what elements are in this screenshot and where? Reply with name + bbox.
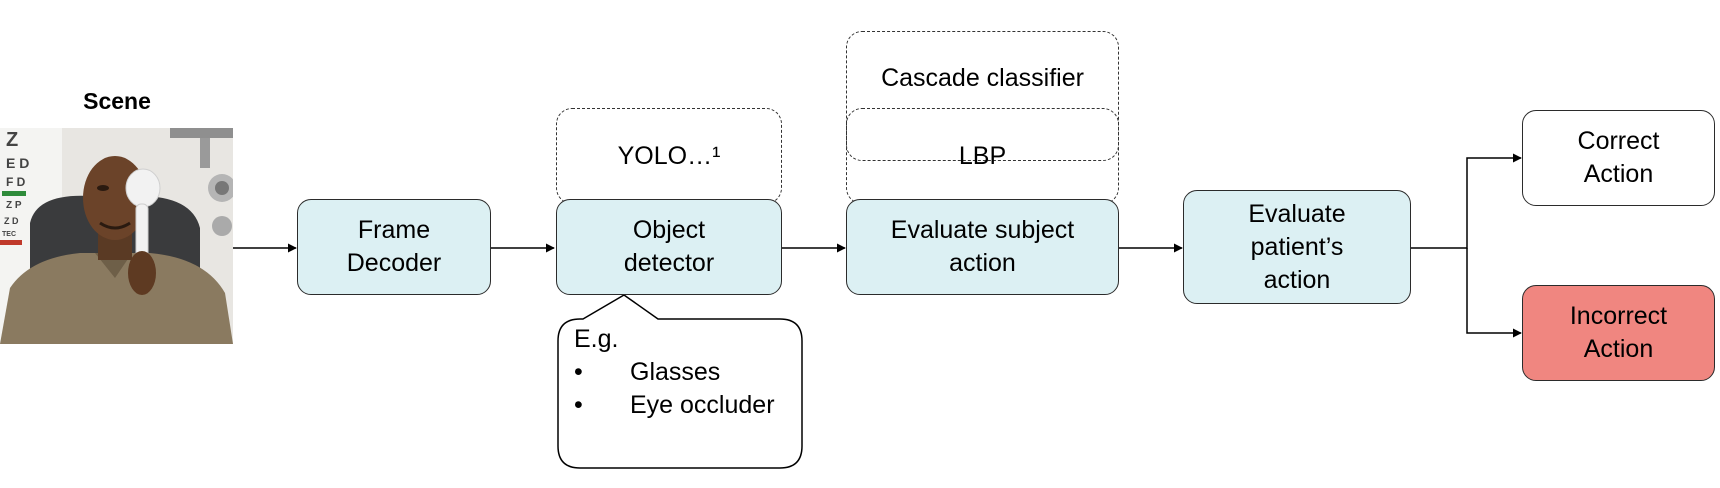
patient-with-eye-occluder-photo-icon: Z E D F D Z P Z D TEC <box>0 128 233 344</box>
svg-text:Z: Z <box>6 129 18 151</box>
arrow-branch-to-incorrect-action <box>1466 248 1522 338</box>
frame-decoder-box: Frame Decoder <box>297 199 491 295</box>
bullet-icon: • <box>574 391 583 419</box>
scene-title: Scene <box>83 88 151 114</box>
svg-text:TEC: TEC <box>2 231 16 238</box>
lbp-option-box: LBP <box>846 108 1119 204</box>
svg-text:Z P: Z P <box>6 200 22 211</box>
incorrect-action-box: Incorrect Action <box>1522 285 1715 381</box>
svg-text:E D: E D <box>6 155 29 171</box>
cascade-classifier-option-box: Cascade classifier <box>846 31 1119 161</box>
example-item-label: Glasses <box>630 358 721 386</box>
examples-heading: E.g. <box>574 325 619 353</box>
evaluate-subject-action-box: Evaluate subject action <box>846 199 1119 295</box>
correct-action-box: Correct Action <box>1522 110 1715 206</box>
example-item: • Glasses <box>574 356 794 389</box>
cascade-classifier-label: Cascade classifier <box>881 64 1084 92</box>
examples-callout: E.g. • Glasses • Eye occluder <box>574 323 794 422</box>
evaluate-patient-action-box: Evaluate patient’s action <box>1183 190 1411 304</box>
bullet-icon: • <box>574 358 583 386</box>
svg-text:F D: F D <box>6 175 26 189</box>
yolo-option-box: YOLO…¹ <box>556 108 782 204</box>
arrow-branch-to-correct-action <box>1411 153 1522 249</box>
example-item-label: Eye occluder <box>630 391 775 419</box>
examples-callout-shape <box>557 294 803 469</box>
svg-text:Z D: Z D <box>4 216 19 226</box>
object-detector-box: Object detector <box>556 199 782 295</box>
example-item: • Eye occluder <box>574 389 794 422</box>
